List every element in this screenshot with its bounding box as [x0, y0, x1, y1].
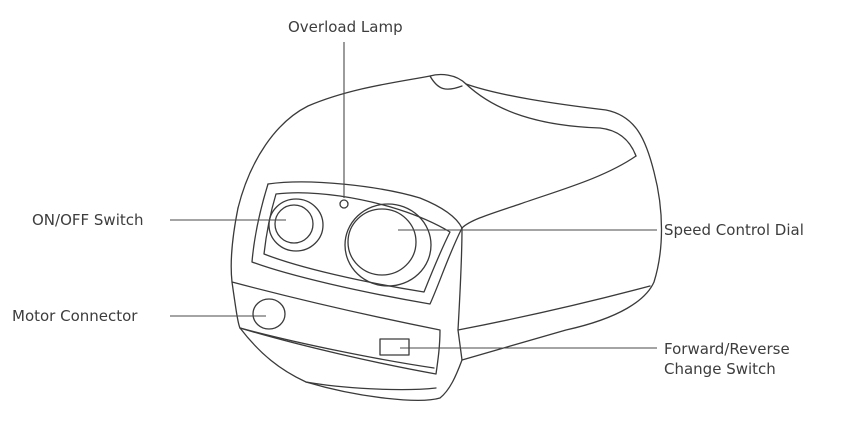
label-on-off-switch: ON/OFF Switch [32, 211, 144, 229]
control-unit-drawing [230, 73, 663, 401]
label-motor-connector: Motor Connector [12, 307, 138, 325]
label-forward-reverse-line2: Change Switch [664, 360, 776, 378]
label-overload-lamp: Overload Lamp [288, 18, 403, 36]
label-forward-reverse-line1: Forward/Reverse [664, 340, 790, 358]
label-speed-control-dial: Speed Control Dial [664, 221, 804, 239]
